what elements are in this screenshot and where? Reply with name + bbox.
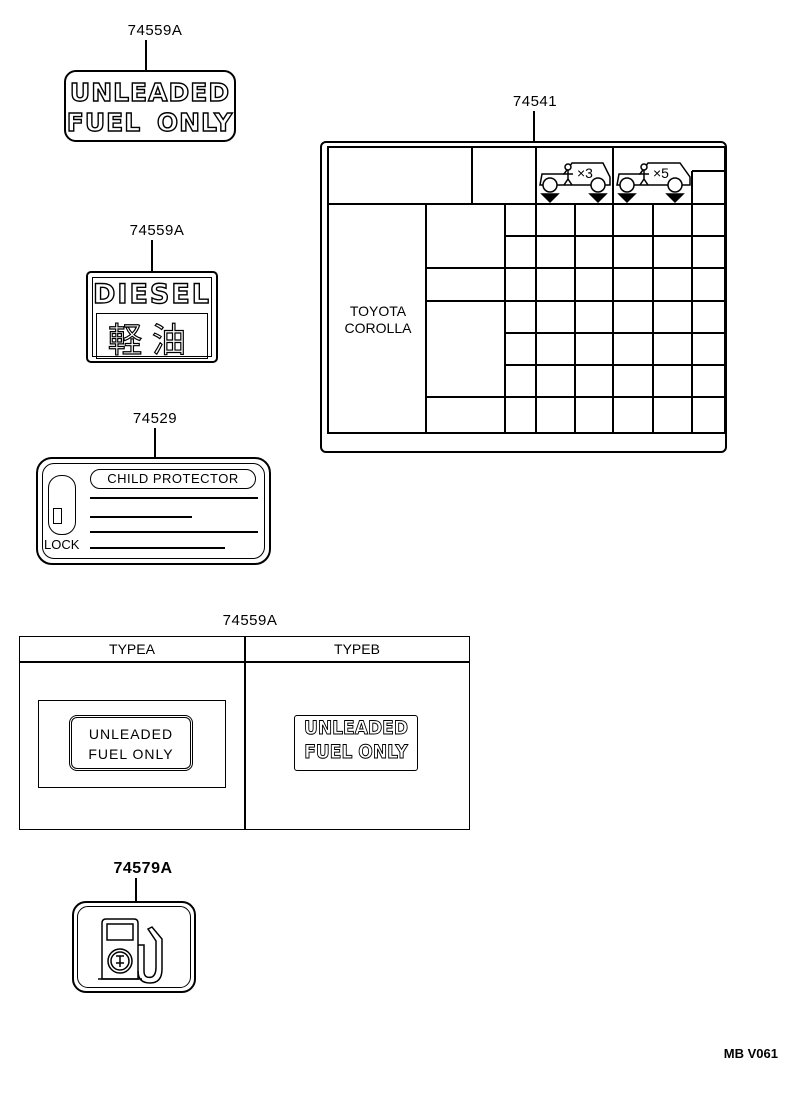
part-number-74579a: 74579A — [113, 860, 173, 877]
leader-line — [533, 111, 535, 143]
svg-text:×3: ×3 — [577, 165, 593, 181]
diagram-code: MB V061 — [723, 1046, 778, 1061]
unleaded-line1: UNLEADED — [69, 77, 231, 107]
part-number-74541: 74541 — [512, 93, 558, 110]
fuel-pump-icon — [98, 918, 163, 984]
table-grid: ×3 ×5 — [327, 146, 726, 434]
leader-line — [151, 240, 153, 271]
load-capacity-table: ×3 ×5 TOYOTA COROLLA — [320, 141, 727, 453]
car-3-passengers-icon — [539, 162, 611, 204]
model-name-line2: COROLLA — [344, 320, 412, 336]
type-a-line2: FUEL ONLY — [88, 746, 174, 762]
part-number-74559a-types: 74559A — [222, 612, 278, 629]
leader-line — [135, 878, 137, 902]
type-b-header: TYPEB — [334, 641, 380, 657]
diesel-label: DIESEL 軽油 — [86, 271, 218, 363]
diesel-kanji: 軽油 — [107, 320, 196, 361]
part-number-74559a-top: 74559A — [127, 22, 183, 39]
leader-line — [154, 428, 156, 458]
type-b-line1: UNLEADED — [303, 717, 409, 740]
child-protector-label: CHILD PROTECTOR LOCK — [36, 457, 271, 565]
unleaded-line2: FUEL ONLY — [66, 107, 234, 137]
unleaded-fuel-label: UNLEADED FUEL ONLY — [64, 70, 236, 142]
type-a-line1: UNLEADED — [88, 726, 174, 742]
svg-text:×5: ×5 — [653, 165, 669, 181]
part-number-74529: 74529 — [132, 410, 178, 427]
type-a-unleaded-label: UNLEADED FUEL ONLY — [69, 715, 193, 771]
type-comparison-table: TYPEA TYPEB UNLEADED FUEL ONLY UNLEADED … — [19, 636, 470, 830]
type-b-line2: FUEL ONLY — [304, 741, 408, 764]
diesel-text: DIESEL — [92, 278, 211, 310]
lock-label: LOCK — [44, 537, 80, 552]
fuel-pump-label — [72, 901, 196, 993]
type-a-header: TYPEA — [109, 641, 155, 657]
type-b-unleaded-label: UNLEADED FUEL ONLY — [294, 715, 418, 771]
child-protector-title: CHILD PROTECTOR — [90, 469, 256, 489]
type-a-label-frame: UNLEADED FUEL ONLY — [38, 700, 226, 788]
car-5-passengers-icon — [616, 162, 691, 204]
leader-line — [145, 40, 147, 70]
model-name-line1: TOYOTA — [349, 303, 407, 319]
lock-switch-icon — [48, 475, 76, 535]
part-number-74559a-diesel: 74559A — [129, 222, 185, 239]
